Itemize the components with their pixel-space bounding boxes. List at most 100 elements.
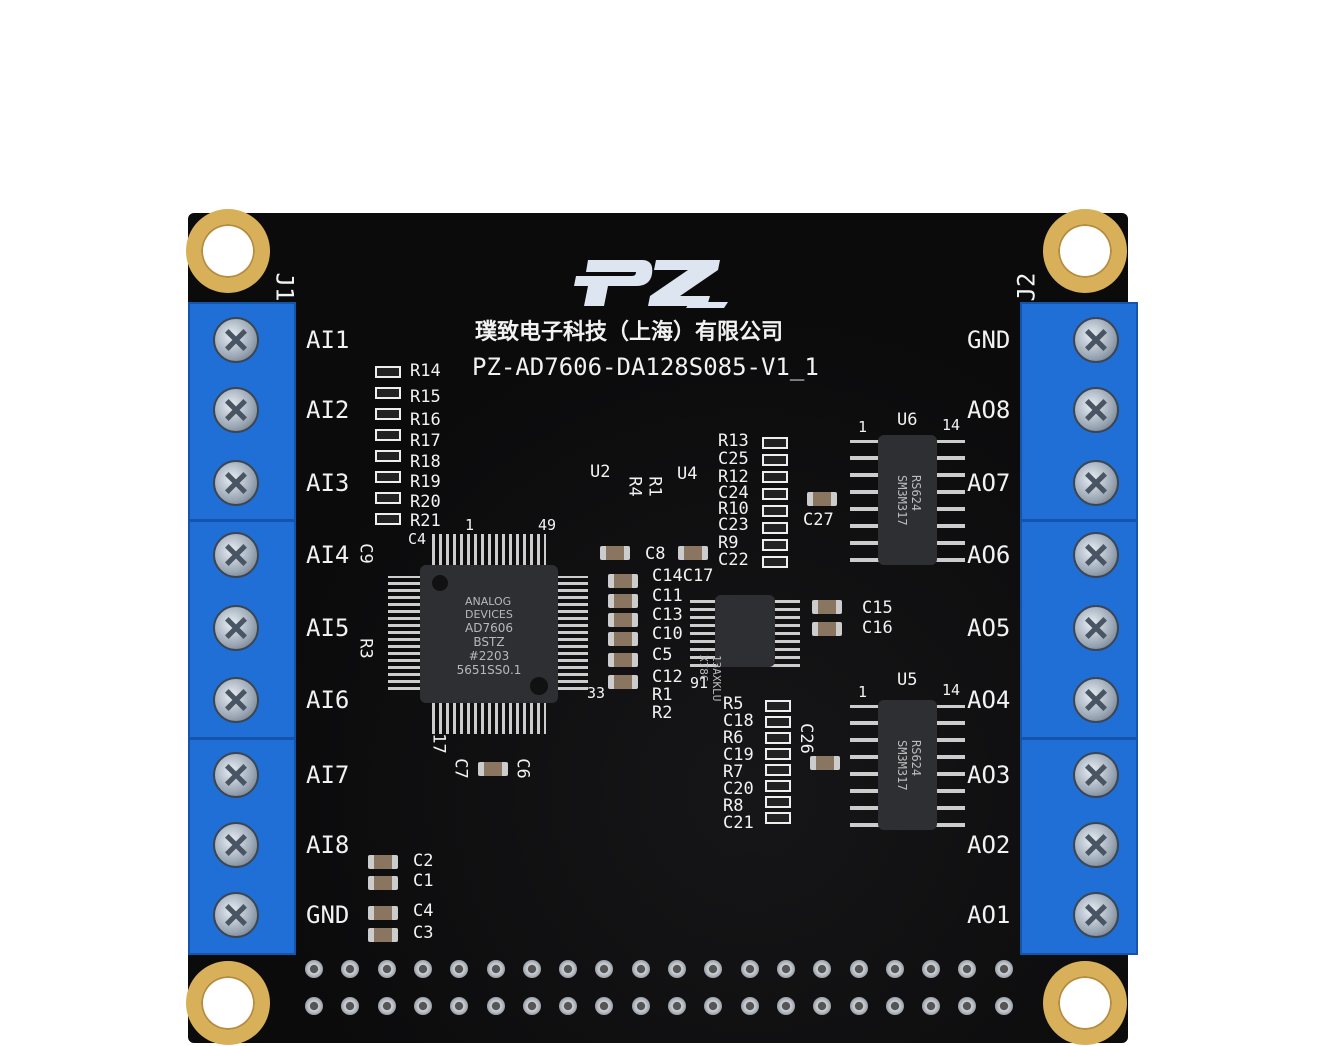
silkscreen-label: R19	[410, 472, 441, 492]
silkscreen-label: 1	[858, 683, 868, 701]
capacitor	[608, 675, 638, 689]
header-pin	[595, 997, 614, 1015]
resistor	[762, 556, 788, 568]
silkscreen-label: C24	[718, 483, 749, 503]
header-pin	[305, 960, 323, 978]
terminal-screw	[213, 822, 259, 868]
u5-mark-1: RS624	[909, 740, 923, 777]
left-channel-label: AI7	[306, 761, 350, 789]
silkscreen-label: U6	[897, 410, 918, 430]
left-channel-label: AI5	[306, 614, 350, 642]
silkscreen-label: C11	[652, 586, 683, 606]
silkscreen-label: 1	[465, 516, 475, 534]
header-pin	[377, 997, 396, 1015]
silkscreen-label: C25	[718, 449, 749, 469]
resistor	[375, 513, 401, 525]
adc-lot: 5651SS0.1	[456, 663, 522, 677]
header-pin	[559, 960, 578, 978]
silkscreen-label: U5	[897, 670, 918, 690]
left-channel-label: AI6	[306, 686, 350, 714]
capacitor	[478, 762, 508, 776]
header-pin	[341, 997, 360, 1015]
silkscreen-label: C10	[652, 624, 683, 644]
capacitor	[600, 546, 630, 560]
silkscreen-label: C4	[408, 530, 427, 548]
dac-mark-1: 13AXKLU	[710, 655, 723, 702]
capacitor	[812, 622, 842, 636]
analog-devices-brand: ANALOG DEVICES	[465, 595, 513, 621]
silkscreen-label: C3	[413, 923, 434, 943]
resistor	[765, 812, 791, 824]
u6-chip: RS624 SM3M317	[878, 435, 937, 565]
adc-chip-ad7606: ANALOG DEVICES AD7606 BSTZ #2203 5651SS0…	[420, 565, 558, 703]
silkscreen-label: R21	[410, 511, 441, 531]
silkscreen-label: C5	[652, 645, 673, 665]
right-channel-label: AO6	[967, 541, 1011, 569]
right-channel-label: AO7	[967, 469, 1011, 497]
capacitor	[368, 855, 398, 869]
left-channel-label: AI1	[306, 326, 350, 354]
left-channel-label: GND	[306, 901, 350, 929]
u6-mark-2: SM3M317	[894, 475, 909, 526]
silkscreen-label: C27	[803, 510, 834, 530]
silkscreen-label: C23	[718, 515, 749, 535]
silkscreen-label: R3	[355, 638, 376, 659]
terminal-screw	[1073, 605, 1119, 651]
right-channel-label: AO5	[967, 614, 1011, 642]
terminal-screw	[1073, 677, 1119, 723]
terminal-screw	[213, 752, 259, 798]
capacitor	[368, 906, 398, 920]
silkscreen-label: C1	[413, 871, 434, 891]
terminal-screw	[1073, 387, 1119, 433]
right-channel-label: AO2	[967, 831, 1011, 859]
terminal-screw	[213, 460, 259, 506]
capacitor	[608, 594, 638, 608]
terminal-screw	[213, 532, 259, 578]
resistor	[762, 539, 788, 551]
header-pin	[668, 997, 686, 1015]
resistor	[765, 732, 791, 744]
mounting-hole-bottom-right	[1043, 961, 1127, 1045]
mounting-hole-top-right	[1043, 209, 1127, 293]
header-pin	[522, 960, 541, 978]
resistor	[375, 450, 401, 462]
header-pin	[377, 960, 396, 978]
silkscreen-label: R10	[718, 499, 749, 519]
resistor	[375, 471, 401, 483]
resistor	[375, 387, 401, 399]
silkscreen-label: R7	[723, 762, 744, 782]
left-channel-label: AI3	[306, 469, 350, 497]
resistor	[762, 471, 788, 483]
silkscreen-label: C15	[862, 598, 893, 618]
silkscreen-label: R15	[410, 387, 441, 407]
connector-j1-label: J1	[270, 272, 299, 302]
silkscreen-label: 33	[587, 684, 606, 702]
resistor	[375, 408, 401, 420]
mounting-hole-bottom-left	[186, 961, 270, 1045]
silkscreen-label: 14	[942, 681, 961, 699]
header-pin	[341, 960, 360, 978]
silkscreen-label: C26	[795, 723, 816, 754]
terminal-screw	[1073, 532, 1119, 578]
header-pin	[994, 960, 1013, 978]
resistor	[762, 454, 788, 466]
silkscreen-label: 91	[690, 674, 709, 692]
header-pin	[813, 960, 832, 978]
adc-suffix: BSTZ	[473, 635, 505, 649]
terminal-screw	[1073, 822, 1119, 868]
silkscreen-label: C19	[723, 745, 754, 765]
silkscreen-label: R1	[644, 476, 665, 497]
header-pin	[958, 997, 977, 1015]
silkscreen-label: C4	[413, 901, 434, 921]
silkscreen-label: R1	[652, 685, 673, 705]
header-pin	[704, 997, 723, 1015]
resistor	[765, 780, 791, 792]
capacitor	[807, 492, 837, 506]
capacitor	[368, 876, 398, 890]
resistor	[762, 488, 788, 500]
terminal-screw	[213, 317, 259, 363]
right-channel-label: AO8	[967, 396, 1011, 424]
silkscreen-label: R2	[652, 703, 673, 723]
header-pin	[631, 960, 650, 978]
left-channel-label: AI2	[306, 396, 350, 424]
